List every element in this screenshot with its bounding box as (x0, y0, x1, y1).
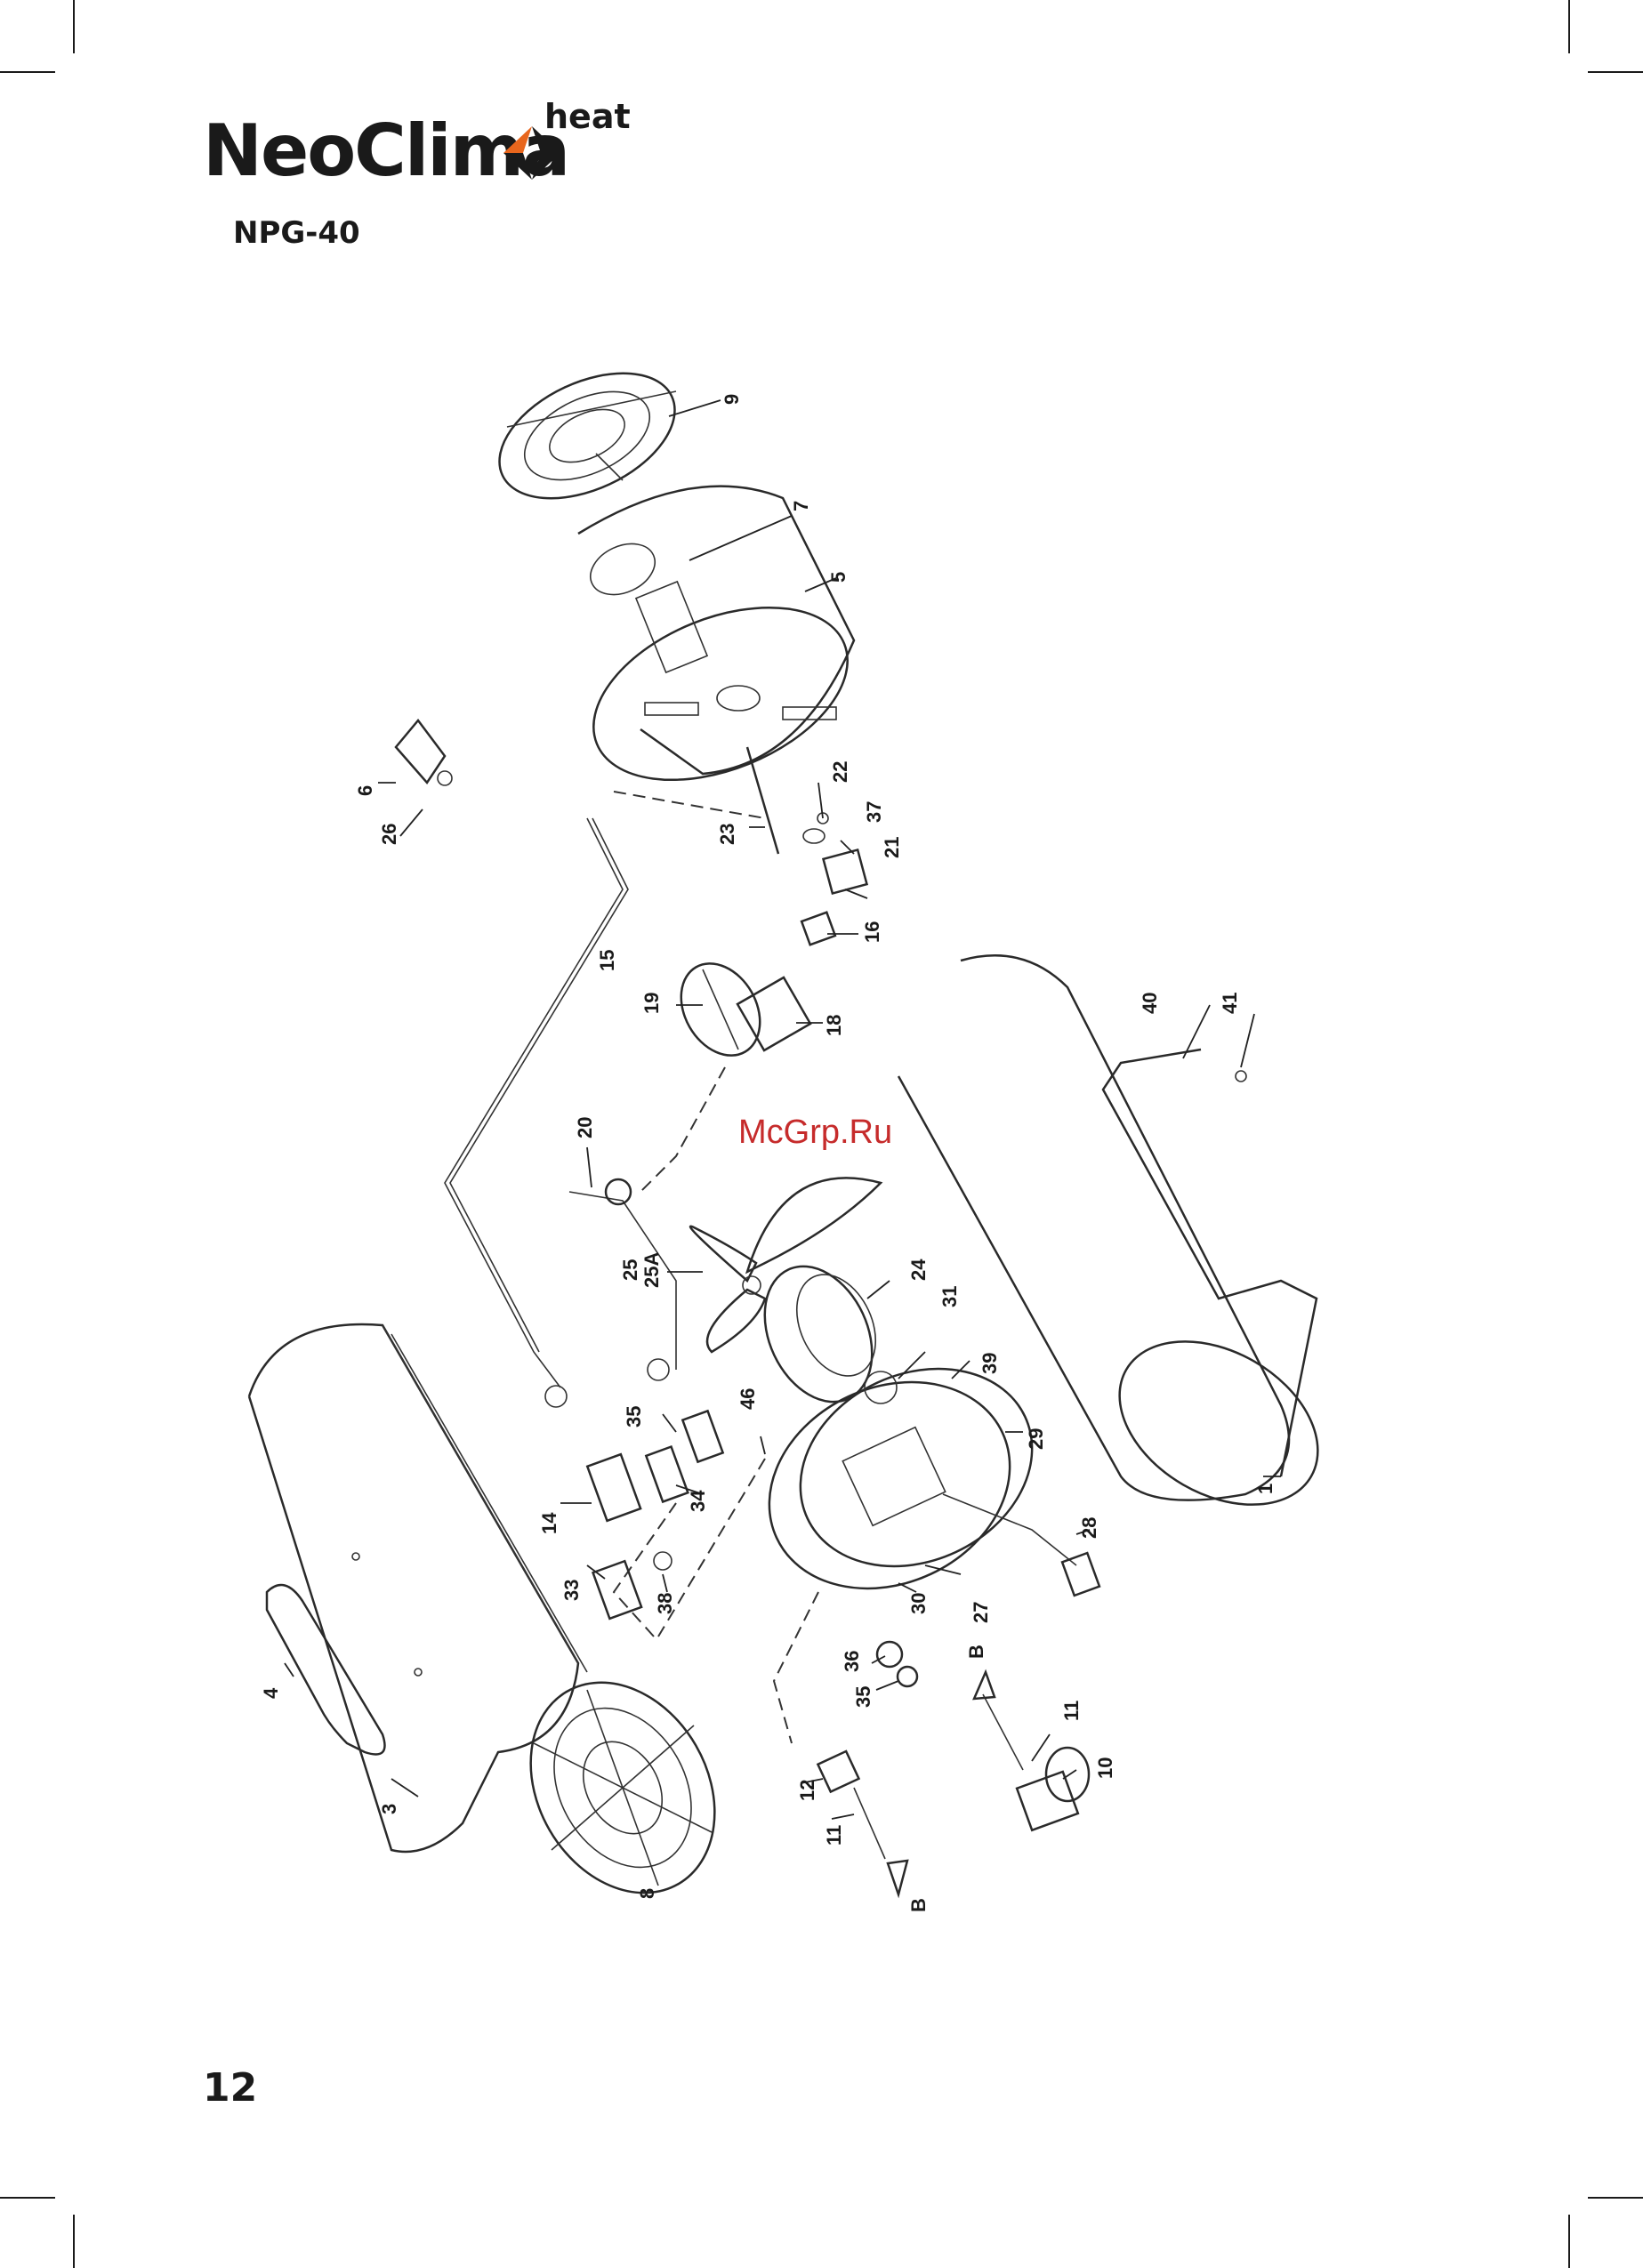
callout-12: 12 (796, 1780, 818, 1801)
leader-lines (285, 400, 1281, 1819)
fitting (801, 913, 835, 945)
callout-36: 36 (841, 1651, 863, 1672)
callout-25: 25 (619, 1259, 641, 1281)
callout-10: 10 (1094, 1757, 1116, 1779)
callout-11: 11 (1060, 1701, 1083, 1721)
callout-18: 18 (823, 1015, 845, 1036)
callout-22: 22 (829, 761, 851, 783)
callout-37: 37 (863, 801, 885, 823)
callout-30: 30 (907, 1593, 930, 1614)
plug (1062, 1553, 1099, 1596)
callout-15: 15 (596, 950, 618, 971)
callout-21: 21 (881, 837, 903, 858)
callout-34: 34 (687, 1490, 709, 1512)
callout-38: 38 (654, 1593, 676, 1614)
bracket-assembly (396, 720, 452, 785)
front-guard (494, 1649, 752, 1926)
combustion-chamber (568, 487, 873, 814)
callout-B: B (907, 1898, 930, 1912)
callout-20: 20 (574, 1117, 596, 1138)
watermark: McGrp.Ru (738, 1114, 892, 1152)
callout-9: 9 (721, 394, 743, 405)
rear-guard (479, 348, 694, 524)
callout-8: 8 (636, 1888, 658, 1899)
callout-11: 11 (823, 1825, 845, 1846)
housing-rear (898, 955, 1347, 1538)
callout-3: 3 (378, 1804, 400, 1814)
carry-handle (267, 1585, 385, 1755)
fan-blade (690, 1178, 881, 1352)
callout-29: 29 (1025, 1428, 1047, 1450)
page-number: 12 (203, 2065, 257, 2111)
gas-regulator (665, 949, 810, 1069)
callout-B: B (965, 1645, 987, 1659)
housing-front (249, 1324, 587, 1852)
callout-40: 40 (1139, 993, 1161, 1014)
nozzle-block (824, 850, 867, 894)
callout-labels: 1 3 4 5 6 7 8 9 10 11 11 12 14 15 16 18 … (260, 394, 1277, 1912)
callout-28: 28 (1078, 1517, 1100, 1539)
callout-26: 26 (378, 824, 400, 845)
callout-4: 4 (260, 1687, 282, 1699)
callout-31: 31 (938, 1286, 961, 1307)
callout-6: 6 (354, 785, 376, 796)
callout-19: 19 (640, 993, 663, 1014)
callout-23: 23 (716, 824, 738, 845)
callout-33: 33 (560, 1580, 583, 1601)
callout-39: 39 (979, 1353, 1001, 1374)
motor (744, 1249, 892, 1419)
callout-27: 27 (970, 1602, 992, 1623)
washer (898, 1667, 917, 1686)
callout-5: 5 (827, 572, 850, 583)
thermocouple-line (445, 818, 623, 1387)
callout-7: 7 (790, 501, 812, 511)
callout-14: 14 (538, 1512, 560, 1534)
electrode (747, 747, 778, 854)
callout-24: 24 (907, 1259, 930, 1281)
connector (817, 1751, 858, 1792)
nut (877, 1642, 902, 1667)
callout-25A: 25A (640, 1252, 663, 1288)
callout-41: 41 (1219, 993, 1241, 1014)
screw (1236, 1071, 1246, 1082)
callout-46: 46 (737, 1388, 759, 1410)
callout-35: 35 (852, 1686, 874, 1708)
callout-16: 16 (861, 921, 883, 943)
callout-1: 1 (1254, 1484, 1277, 1494)
callout-35: 35 (623, 1406, 645, 1428)
